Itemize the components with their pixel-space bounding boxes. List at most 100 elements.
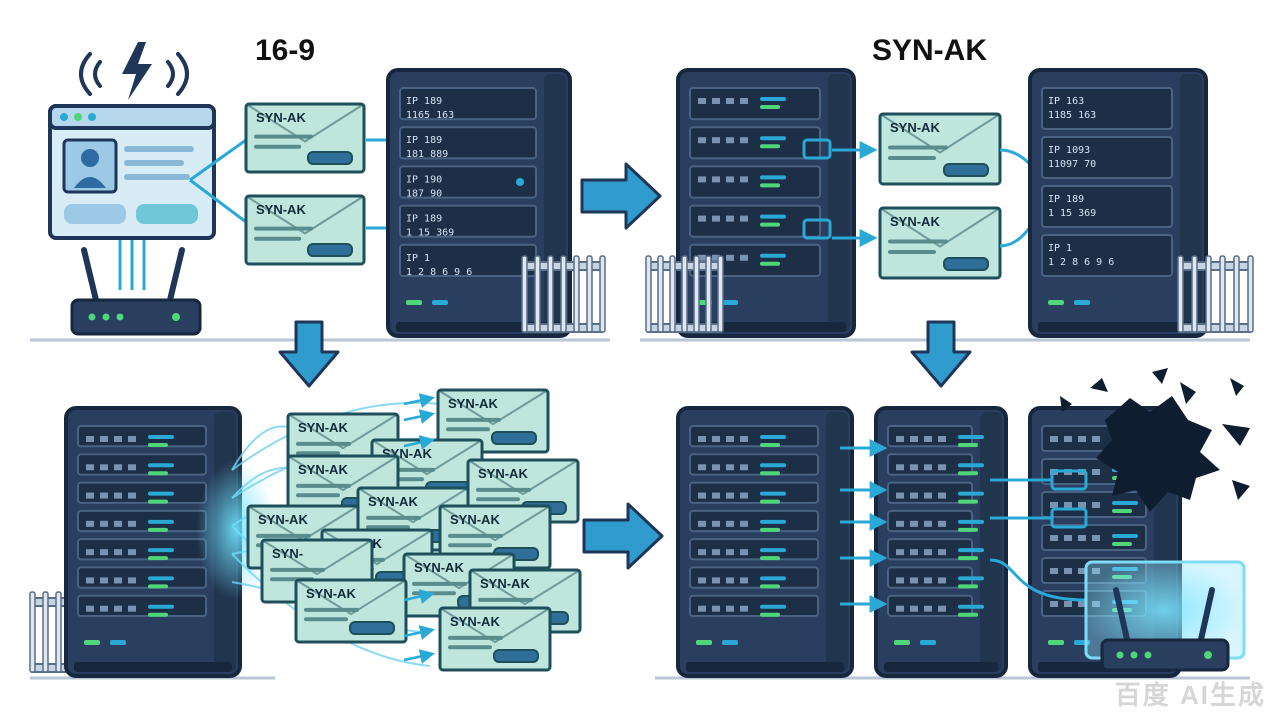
- packet-label: SYN-AK: [258, 512, 308, 527]
- packet-label: SYN-AK: [298, 420, 348, 435]
- server-slot: IP 189 1 15 369: [399, 204, 537, 239]
- half-open-connection: [1050, 469, 1088, 491]
- packet-label: SYN-AK: [890, 120, 940, 135]
- client-group: [48, 42, 247, 336]
- packet-label: SYN-AK: [450, 512, 500, 527]
- server-slot: [689, 481, 819, 504]
- firewall-fence-icon: [1177, 255, 1254, 333]
- lightning-bolt-icon: [122, 42, 152, 100]
- server-rack-2: [676, 68, 856, 338]
- syn-ack-packet: SYN-AK: [878, 206, 1002, 280]
- ip-line: 1 15 369: [406, 228, 454, 239]
- server-slot: [887, 566, 984, 589]
- server-rack-4: [676, 406, 854, 678]
- server-rack-queue: [874, 406, 1008, 678]
- arrow-right-bottom: [582, 502, 664, 570]
- server-slot: [689, 453, 819, 476]
- server-slot: [689, 425, 819, 448]
- server-slot: [77, 538, 207, 561]
- packet-label: SYN-AK: [448, 396, 498, 411]
- syn-ack-packet: SYN-AK: [244, 194, 366, 266]
- router-icon: [70, 247, 202, 336]
- server-rack-attacked: [64, 406, 242, 678]
- flood-packet: SYN-AK: [294, 578, 408, 644]
- ip-line: IP 1: [406, 253, 430, 264]
- wifi-signal-icon: [79, 52, 189, 96]
- user-avatar-icon: [62, 138, 118, 194]
- syn-ack-packet: SYN-AK: [878, 112, 1002, 186]
- syn-ack-packets: SYN-AK SYN-AK: [802, 112, 1098, 280]
- server-slot: [77, 453, 207, 476]
- server-slot: IP 1093 11097 70: [1041, 136, 1173, 179]
- server-slot: IP 11 2 8 6 9 6: [1041, 234, 1173, 277]
- server-slot: [1041, 524, 1147, 551]
- arrow-right-top: [580, 162, 662, 230]
- server-slot: IP 163 1185 163: [1041, 87, 1173, 130]
- server-slot: [77, 425, 207, 448]
- server-slot: [1041, 491, 1147, 518]
- ip-line: 1 2 8 6 9 6: [406, 267, 472, 278]
- half-open-connection: [1050, 507, 1088, 529]
- server-slot: [689, 204, 821, 238]
- packet-label: SYN-AK: [256, 110, 306, 125]
- connection-lines: [840, 439, 1088, 613]
- arrow-down-left: [278, 320, 340, 388]
- server-slot: IP 1 1 2 8 6 9 6: [399, 243, 537, 278]
- flood-packet: SYN-AK: [436, 388, 550, 454]
- shattered-hole-icon: [1060, 368, 1250, 512]
- flow-arrows: [278, 162, 972, 570]
- ip-line: IP 1093: [1048, 145, 1090, 156]
- ip-line: IP 163: [1048, 96, 1084, 107]
- server-slot: [77, 481, 207, 504]
- server-slot: [887, 509, 984, 533]
- server-slot: [887, 481, 984, 504]
- flood-packets: SYN-AK SYN-AK SYN-AK SYN-AK SYN-AK SYN-AK SYN-…: [246, 388, 582, 672]
- firewall-fence-icon: [521, 255, 606, 333]
- server-slot: [689, 126, 821, 160]
- watermark: 百度 AI生成: [1114, 680, 1266, 710]
- server-slot: [689, 594, 819, 618]
- ip-line: IP 189: [406, 214, 442, 225]
- ip-line: IP 189: [406, 135, 442, 146]
- server-slot: [887, 538, 984, 561]
- title-top-right: SYN-AK: [872, 34, 987, 67]
- ip-line: 1165 163: [406, 110, 454, 121]
- packet-label: SYN-AK: [298, 462, 348, 477]
- server-slot: [689, 566, 819, 589]
- server-slot: [689, 87, 821, 121]
- request-packets: SYN-AK SYN-AK: [244, 102, 408, 266]
- router-overloaded: [1082, 560, 1246, 672]
- ip-line: 11097 70: [1048, 159, 1096, 170]
- router-icon: [1100, 587, 1230, 672]
- server-slot: [77, 509, 207, 533]
- arrow-down-right: [910, 320, 972, 388]
- server-rack-1: IP 189 1165 163 IP 189 181 889 IP 190 187 90 I…: [386, 68, 572, 338]
- ip-line: 187 90: [406, 188, 442, 199]
- server-slot: IP 189 1 15 369: [1041, 185, 1173, 228]
- firewall-fence-icon: [645, 255, 724, 333]
- ip-line: 1 15 369: [1048, 208, 1096, 219]
- server-slot: [887, 594, 984, 618]
- packet-label: SYN-AK: [478, 466, 528, 481]
- ip-line: IP 189: [1048, 194, 1084, 205]
- packet-label: SYN-AK: [480, 576, 530, 591]
- server-slot: [689, 509, 819, 533]
- server-slot: [77, 566, 207, 589]
- syn-ack-packet: SYN-AK: [244, 102, 366, 174]
- packet-label: SYN-AK: [256, 202, 306, 217]
- packet-label: SYN-AK: [368, 494, 418, 509]
- flood-packet: SYN-AK: [438, 606, 552, 672]
- server-slot: [689, 165, 821, 199]
- server-slot: [887, 425, 984, 448]
- ip-line: IP 190: [406, 174, 442, 185]
- server-slot: [77, 594, 207, 618]
- connection-line: [989, 558, 1087, 602]
- ip-line: IP 189: [406, 96, 442, 107]
- ip-line: 1185 163: [1048, 110, 1096, 121]
- packet-label: SYN-AK: [414, 560, 464, 575]
- server-slot: IP 189 181 889: [399, 126, 537, 160]
- ip-line: 181 889: [406, 149, 448, 160]
- server-slot: [689, 538, 819, 561]
- packet-label: SYN-AK: [306, 586, 356, 601]
